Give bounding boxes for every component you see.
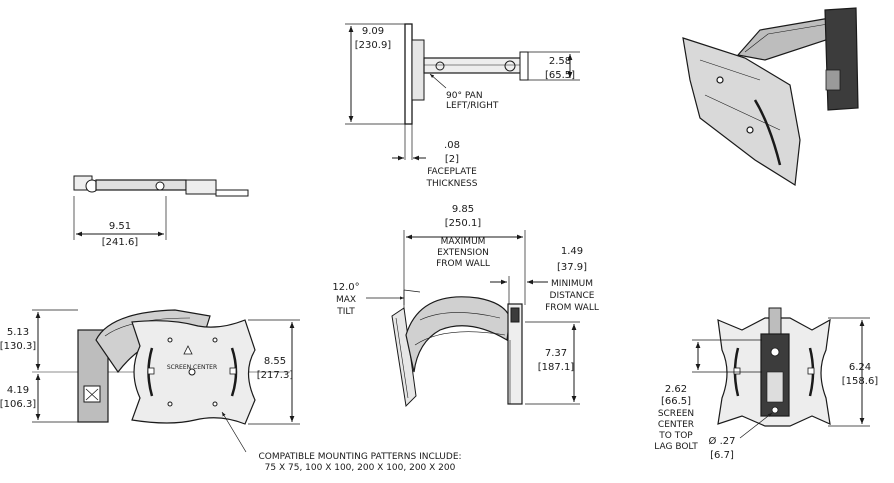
faceplate: [404, 23, 413, 125]
side-height-in: 9.09: [362, 26, 384, 37]
lag-label-3: TO TOP: [658, 431, 693, 441]
lag-in: 2.62: [665, 384, 687, 395]
front-height-mm: [217.3]: [257, 370, 294, 381]
faceplate-mm: [2]: [445, 154, 459, 165]
iso-arm: [736, 17, 833, 61]
min-distance-mm: [37.9]: [557, 262, 587, 273]
tilt-bracket: [411, 39, 425, 101]
side-arm-mm: [65.5]: [545, 70, 575, 81]
back-view: [692, 307, 870, 439]
tilt-label-2: TILT: [336, 307, 355, 317]
iso-faceplate: [682, 37, 801, 187]
patterns-leader: [221, 411, 247, 453]
faceplate-top: [215, 189, 249, 197]
front-view: [32, 309, 300, 453]
lower-mm: [106.3]: [0, 399, 36, 410]
pan-leader: [429, 73, 447, 89]
lag-label-2: CENTER: [658, 420, 694, 430]
pan-label: 90° PAN: [446, 91, 483, 101]
arm-top: [95, 179, 187, 191]
lag-label: SCREEN: [658, 409, 694, 419]
iso-wall-plate: [824, 7, 859, 111]
tilt-label: MAX: [336, 295, 356, 305]
wall-plate-profile: [507, 303, 523, 405]
faceplate-label: FACEPLATE: [427, 167, 477, 177]
max-extension-mm: [250.1]: [445, 218, 482, 229]
arm-height-mm: [187.1]: [538, 362, 575, 373]
upper-in: 5.13: [7, 327, 29, 338]
side-view: [345, 23, 580, 161]
min-distance-label-2: DISTANCE: [550, 291, 595, 301]
pivot: [435, 61, 445, 71]
front-height-in: 8.55: [264, 356, 286, 367]
screen-center-label: SCREEN CENTER: [167, 364, 217, 371]
tilt-degrees: 12.0°: [332, 282, 359, 293]
max-extension-in: 9.85: [452, 204, 474, 215]
back-height-mm: [158.6]: [842, 376, 879, 387]
min-distance-label: MINIMUM: [551, 279, 593, 289]
top-view: [73, 175, 249, 240]
faceplate-in: .08: [444, 140, 460, 151]
wall-plate: [519, 51, 529, 81]
hole-mm: [6.7]: [710, 450, 734, 461]
center-mark: [188, 368, 196, 376]
side-height-mm: [230.9]: [355, 40, 392, 51]
lag-label-4: LAG BOLT: [654, 442, 698, 452]
lag-mm: [66.5]: [661, 396, 691, 407]
lag-bolt-back: [768, 307, 782, 335]
faceplate-label-2: THICKNESS: [426, 179, 478, 189]
max-extension-label-2: EXTENSION: [437, 248, 489, 258]
top-width-in: 9.51: [109, 221, 131, 232]
mount-hole: [771, 406, 779, 414]
iso-slot: [753, 99, 782, 166]
back-height-in: 6.24: [849, 362, 871, 373]
max-extension-label-3: FROM WALL: [436, 259, 490, 269]
arm-profile: [405, 296, 511, 373]
pan-label-2: LEFT/RIGHT: [446, 101, 499, 111]
extension-view: [366, 230, 580, 408]
max-extension-label: MAXIMUM: [441, 237, 486, 247]
hole-in: Ø .27: [709, 435, 736, 447]
top-width-mm: [241.6]: [102, 237, 139, 248]
min-distance-in: 1.49: [561, 246, 583, 257]
min-distance-label-3: FROM WALL: [545, 303, 599, 313]
patterns-list: 75 X 75, 100 X 100, 200 X 100, 200 X 200: [265, 463, 456, 473]
upper-mm: [130.3]: [0, 341, 36, 352]
side-arm-in: 2.58: [549, 56, 571, 67]
pivot: [504, 60, 516, 72]
lower-in: 4.19: [7, 385, 29, 396]
arm-height-in: 7.37: [545, 348, 567, 359]
isometric-view: [682, 7, 859, 187]
patterns-label: COMPATIBLE MOUNTING PATTERNS INCLUDE:: [258, 452, 461, 462]
hole-leader: [739, 412, 773, 439]
